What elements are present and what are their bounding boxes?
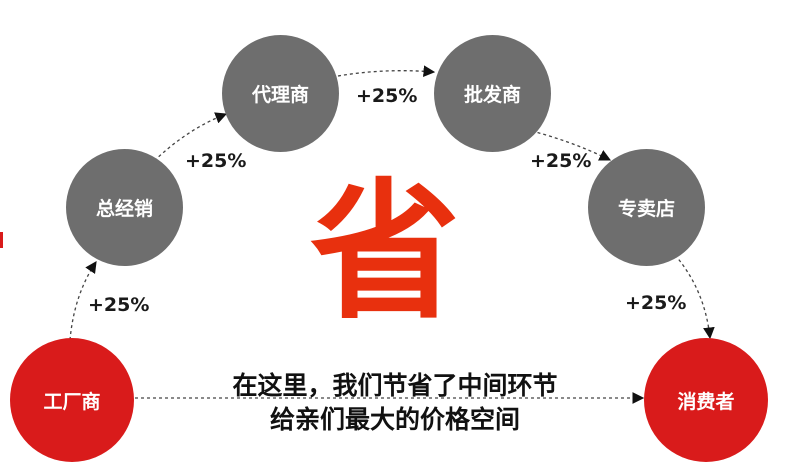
caption-line-2: 给亲们最大的价格空间 xyxy=(269,405,520,434)
node-store-label: 专卖店 xyxy=(617,198,675,220)
edge-marker xyxy=(0,232,3,248)
node-agent-label: 代理商 xyxy=(251,84,309,106)
node-consumer-label: 消费者 xyxy=(677,390,735,413)
markup-label: +25% xyxy=(625,292,687,314)
node-general-distributor: 总经销 xyxy=(66,149,183,266)
markup-label: +25% xyxy=(88,294,150,316)
save-character: 省 xyxy=(310,166,461,340)
markup-label: +25% xyxy=(185,150,247,172)
arrow-agent-to-wholesaler xyxy=(337,65,436,77)
arrow-wholesaler-to-store xyxy=(519,127,612,161)
arrow-factory-to-distributor xyxy=(69,261,97,341)
node-wholesaler-label: 批发商 xyxy=(463,84,521,106)
node-factory-label: 工厂商 xyxy=(43,390,101,413)
node-general-distributor-label: 总经销 xyxy=(95,198,153,220)
markup-label: +25% xyxy=(356,85,418,107)
node-agent: 代理商 xyxy=(222,35,339,152)
node-wholesaler: 批发商 xyxy=(434,35,551,152)
node-store: 专卖店 xyxy=(588,149,705,266)
markup-label: +25% xyxy=(530,150,592,172)
node-consumer: 消费者 xyxy=(644,338,768,462)
node-factory: 工厂商 xyxy=(10,338,134,462)
caption-line-1: 在这里，我们节省了中间环节 xyxy=(232,371,558,400)
